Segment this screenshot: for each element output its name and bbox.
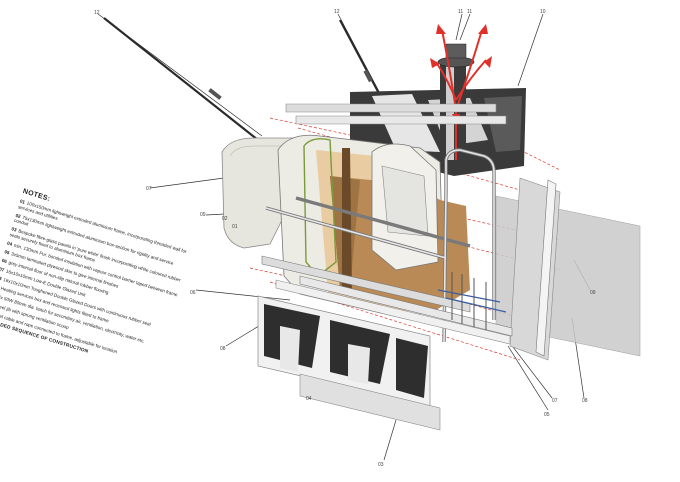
fibreglass-shell-inner-line: [229, 145, 318, 157]
callout-number: 03: [378, 462, 384, 468]
turnbuckle-top: [363, 69, 373, 83]
tension-cable-left: [103, 17, 259, 141]
callout-number: 12: [334, 9, 340, 15]
callout-number: 04: [306, 396, 312, 402]
base-segments: [257, 295, 441, 431]
callout-number: 05: [544, 412, 550, 418]
callout-number: 12: [94, 10, 100, 16]
turnbuckle-left: [208, 88, 222, 100]
chimney-cap: [437, 56, 475, 68]
ventilation-scoop: [445, 43, 467, 59]
roof-frame-bar-1: [285, 103, 497, 113]
callout-labels: 12 12 11 11 10 07 09 02 01 06 08 04 03 0…: [94, 9, 596, 468]
callout-number: 11: [458, 9, 463, 15]
floor-services-grey: [451, 272, 487, 334]
pod-window-opening: [381, 165, 429, 237]
floor-frame-bar-1: [261, 255, 471, 313]
door-frame: [535, 179, 557, 357]
callout-number: 10: [540, 9, 546, 15]
floor-base-panel: [275, 279, 511, 345]
callout-number: 09: [200, 212, 206, 218]
roof-frame-bar-2: [295, 115, 507, 125]
callout-number: 06: [190, 290, 196, 296]
pod-dark-seal: [342, 148, 352, 296]
callout-number: 08: [220, 346, 226, 352]
floor-services: [437, 289, 507, 313]
callout-number: 09: [590, 290, 596, 296]
callout-number: 01: [232, 224, 238, 230]
callout-number: 07: [552, 398, 558, 404]
callout-number: 11: [467, 9, 472, 15]
callout-number: 07: [146, 186, 152, 192]
callout-number: 02: [222, 216, 228, 222]
callout-number: 08: [582, 398, 588, 404]
floor-frame-bar-2: [299, 275, 513, 337]
